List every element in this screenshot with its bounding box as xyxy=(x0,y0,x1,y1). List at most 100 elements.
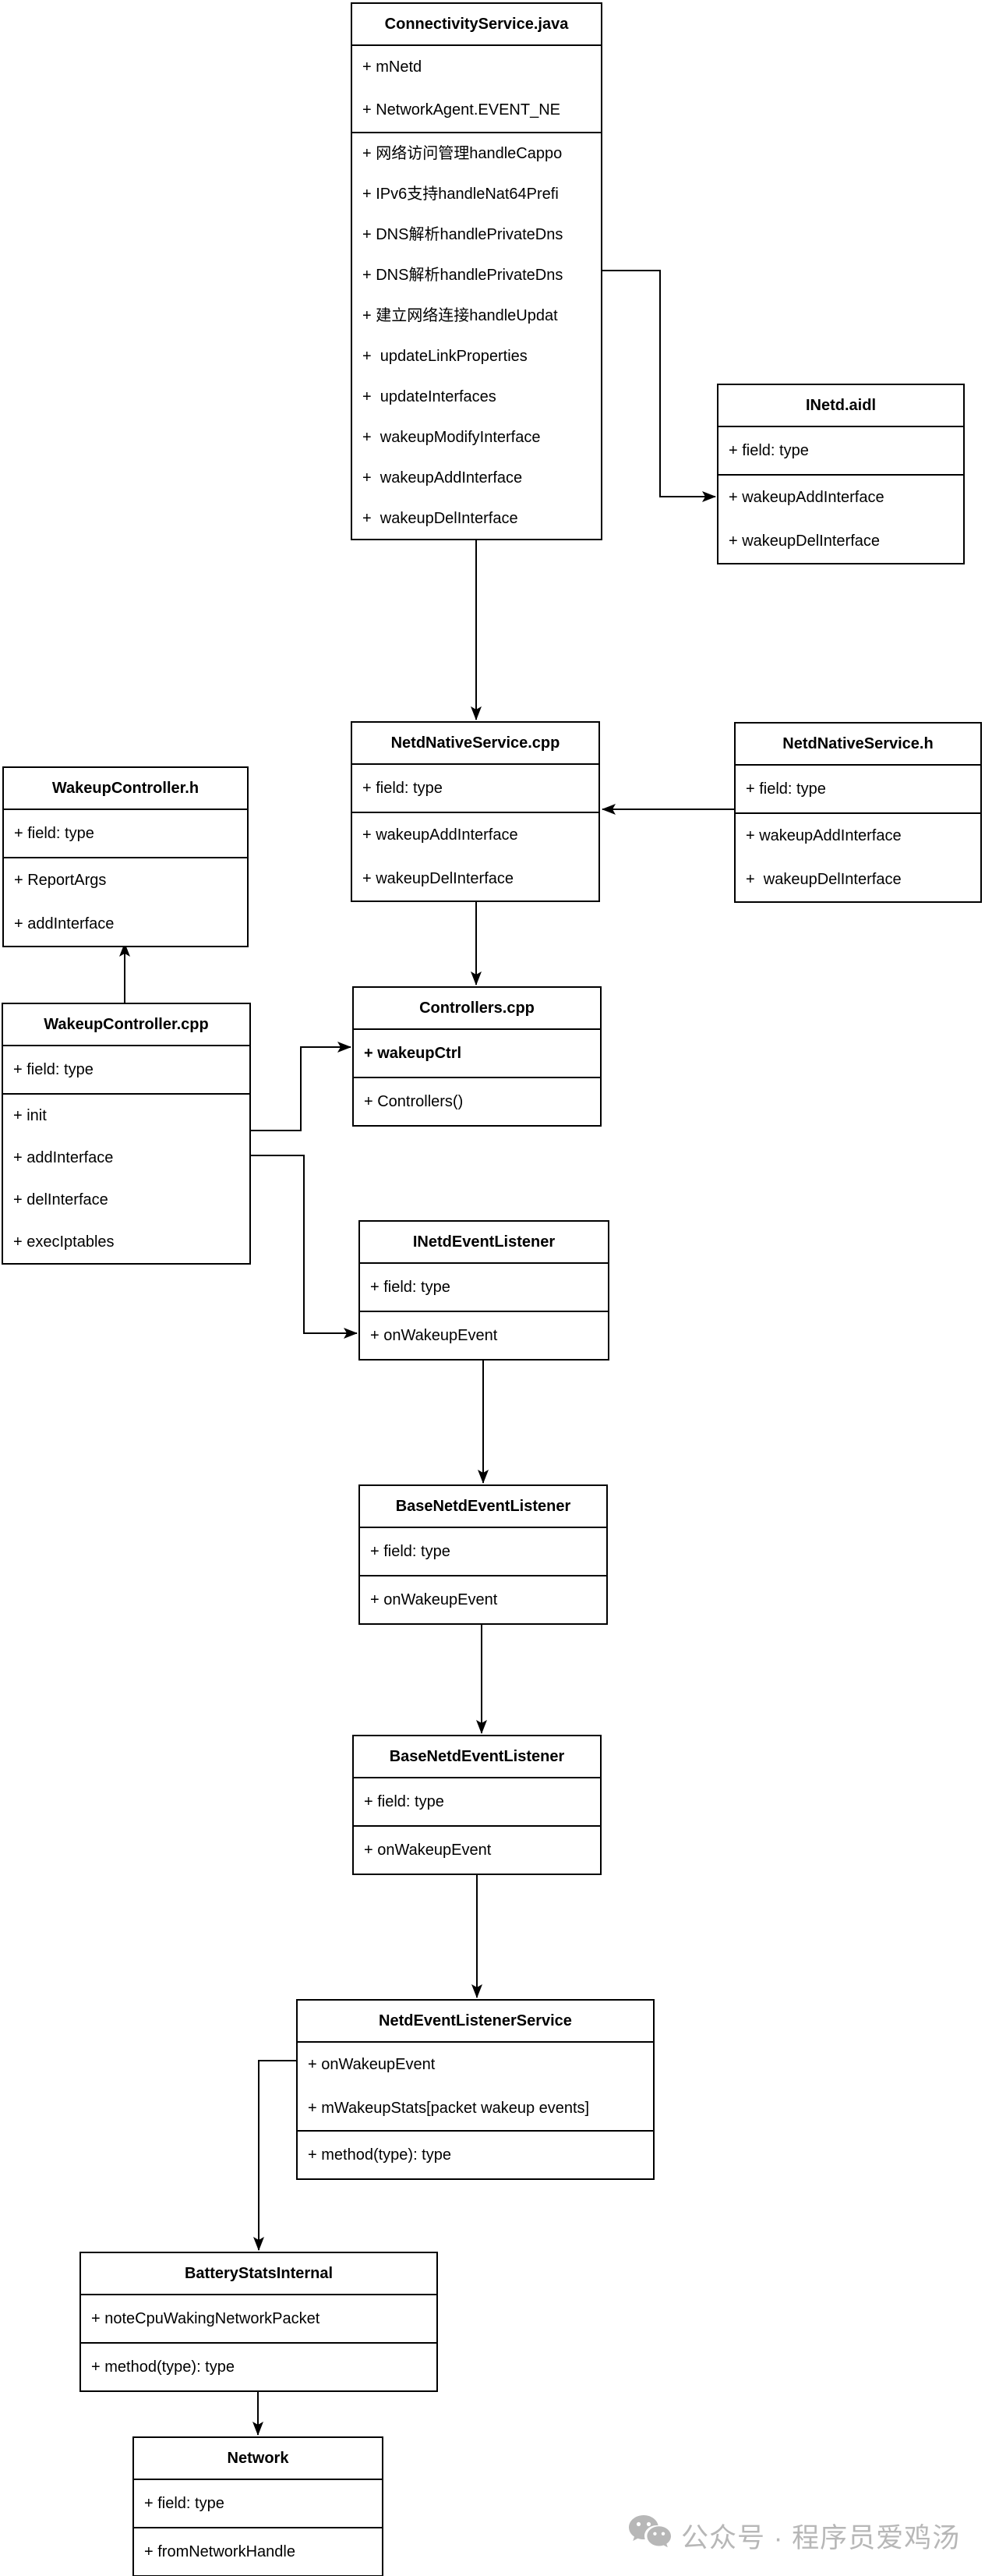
fields-section: + field: type xyxy=(718,427,963,474)
fields-section: + onWakeupEvent + mWakeupStats[packet wa… xyxy=(298,2043,653,2130)
class-member: + Controllers() xyxy=(364,1093,464,1110)
class-member: + field: type xyxy=(729,442,809,459)
fields-section: + field: type xyxy=(360,1528,606,1575)
class-member: + field: type xyxy=(13,1061,94,1078)
class-member: + wakeupAddInterface xyxy=(729,489,884,506)
class-title: BatteryStatsInternal xyxy=(81,2253,436,2295)
class-member: + method(type): type xyxy=(91,2358,235,2376)
methods-section: + method(type): type xyxy=(298,2130,653,2178)
methods-section: + onWakeupEvent xyxy=(360,1575,606,1623)
class-title: INetdEventListener xyxy=(360,1222,608,1264)
class-member: + addInterface xyxy=(13,1149,114,1166)
fields-section: + field: type xyxy=(4,810,247,857)
class-member: + onWakeupEvent xyxy=(370,1327,498,1344)
fields-section: + field: type xyxy=(134,2480,382,2527)
class-member: + execIptables xyxy=(13,1233,115,1251)
class-member: + wakeupDelInterface xyxy=(362,870,514,887)
class-member: + init xyxy=(13,1107,47,1124)
class-box-base-netd-event-listener-1: BaseNetdEventListener + field: type + on… xyxy=(358,1484,608,1625)
class-title: WakeupController.h xyxy=(4,768,247,810)
class-member: + updateLinkProperties xyxy=(362,348,528,365)
fields-section: + mNetd + NetworkAgent.EVENT_NE xyxy=(352,46,601,132)
class-title: NetdNativeService.h xyxy=(736,724,980,766)
class-title: INetd.aidl xyxy=(718,385,963,427)
class-box-wakeup-controller-cpp: WakeupController.cpp + field: type + ini… xyxy=(2,1003,251,1265)
class-member: + noteCpuWakingNetworkPacket xyxy=(91,2310,320,2327)
fields-section: + field: type xyxy=(354,1778,600,1825)
class-member: + delInterface xyxy=(13,1191,108,1208)
fields-section: + field: type xyxy=(360,1264,608,1311)
class-member: + onWakeupEvent xyxy=(370,1591,498,1608)
methods-section: + onWakeupEvent xyxy=(360,1311,608,1359)
methods-section: + fromNetworkHandle xyxy=(134,2527,382,2575)
fields-section: + noteCpuWakingNetworkPacket xyxy=(81,2295,436,2342)
class-member: + field: type xyxy=(364,1793,444,1810)
class-member: + field: type xyxy=(14,825,94,842)
class-title: BaseNetdEventListener xyxy=(354,1736,600,1778)
class-member: + field: type xyxy=(370,1543,450,1560)
class-title: Controllers.cpp xyxy=(354,988,600,1030)
class-member: + field: type xyxy=(362,780,443,797)
class-member: + field: type xyxy=(746,780,826,798)
class-member: + method(type): type xyxy=(308,2146,451,2164)
fields-section: + field: type xyxy=(736,766,980,812)
class-box-network: Network + field: type + fromNetworkHandl… xyxy=(132,2436,383,2576)
class-box-netd-native-service-h: NetdNativeService.h + field: type + wake… xyxy=(734,722,982,903)
class-member: + wakeupDelInterface xyxy=(362,510,518,527)
connector-wakeupcontrollercpp-to-controllerscpp xyxy=(251,1042,351,1131)
methods-section: + wakeupAddInterface + wakeupDelInterfac… xyxy=(352,812,598,901)
class-title: NetdNativeService.cpp xyxy=(352,723,598,765)
class-member: + NetworkAgent.EVENT_NE xyxy=(362,101,560,119)
class-member: + wakeupAddInterface xyxy=(362,826,518,844)
class-member: + mWakeupStats[packet wakeup events] xyxy=(308,2100,590,2117)
class-member: + field: type xyxy=(370,1279,450,1296)
class-title: Network xyxy=(134,2438,382,2480)
class-member: + wakeupModifyInterface xyxy=(362,429,541,446)
fields-section: + wakeupCtrl xyxy=(354,1030,600,1077)
class-box-battery-stats-internal: BatteryStatsInternal + noteCpuWakingNetw… xyxy=(79,2252,438,2392)
class-member: + wakeupCtrl xyxy=(364,1045,462,1062)
class-box-controllers-cpp: Controllers.cpp + wakeupCtrl + Controlle… xyxy=(352,986,602,1127)
class-box-inetd-event-listener: INetdEventListener + field: type + onWak… xyxy=(358,1220,609,1361)
class-member: + onWakeupEvent xyxy=(308,2056,436,2073)
class-box-inetd-aidl: INetd.aidl + field: type + wakeupAddInte… xyxy=(717,384,965,564)
class-member: + wakeupAddInterface xyxy=(746,827,902,844)
connector-wakeupcontrollercpp-to-inetdeventlistener xyxy=(251,1155,358,1339)
fields-section: + field: type xyxy=(352,765,598,812)
methods-section: + wakeupAddInterface + wakeupDelInterfac… xyxy=(718,474,963,563)
class-member: + ReportArgs xyxy=(14,872,107,889)
methods-section: + method(type): type xyxy=(81,2342,436,2390)
methods-section: + init + addInterface + delInterface + e… xyxy=(3,1093,249,1263)
watermark: 公众号 · 程序员爱鸡汤 xyxy=(628,2514,960,2557)
class-box-connectivity-service: ConnectivityService.java + mNetd + Netwo… xyxy=(351,2,602,540)
class-member: + fromNetworkHandle xyxy=(144,2543,295,2560)
class-title: BaseNetdEventListener xyxy=(360,1486,606,1528)
methods-section: + 网络访问管理handleCappo + IPv6支持handleNat64P… xyxy=(352,132,601,539)
class-member: + DNS解析handlePrivateDns xyxy=(362,267,563,284)
watermark-text: 公众号 · 程序员爱鸡汤 xyxy=(681,2522,961,2553)
class-member: + onWakeupEvent xyxy=(364,1842,492,1859)
connector-connectivityservice-to-inetdaidl xyxy=(602,270,716,502)
methods-section: + onWakeupEvent xyxy=(354,1825,600,1874)
class-box-netd-native-service-cpp: NetdNativeService.cpp + field: type + wa… xyxy=(351,721,600,902)
methods-section: + wakeupAddInterface + wakeupDelInterfac… xyxy=(736,812,980,901)
methods-section: + Controllers() xyxy=(354,1077,600,1125)
class-member: + wakeupDelInterface xyxy=(746,871,902,888)
class-member: + addInterface xyxy=(14,915,115,932)
class-member: + 建立网络连接handleUpdat xyxy=(362,307,558,324)
class-member: + mNetd xyxy=(362,58,422,76)
fields-section: + field: type xyxy=(3,1046,249,1093)
class-member: + IPv6支持handleNat64Prefi xyxy=(362,186,559,203)
class-box-wakeup-controller-h: WakeupController.h + field: type + Repor… xyxy=(2,766,249,947)
class-box-base-netd-event-listener-2: BaseNetdEventListener + field: type + on… xyxy=(352,1735,602,1875)
class-box-netd-event-listener-service: NetdEventListenerService + onWakeupEvent… xyxy=(296,1999,655,2180)
class-title: WakeupController.cpp xyxy=(3,1004,249,1046)
class-title: NetdEventListenerService xyxy=(298,2001,653,2043)
class-title: ConnectivityService.java xyxy=(352,4,601,46)
class-member: + updateInterfaces xyxy=(362,388,496,405)
class-member: + DNS解析handlePrivateDns xyxy=(362,226,563,243)
class-member: + wakeupDelInterface xyxy=(729,533,881,550)
methods-section: + ReportArgs + addInterface xyxy=(4,857,247,946)
